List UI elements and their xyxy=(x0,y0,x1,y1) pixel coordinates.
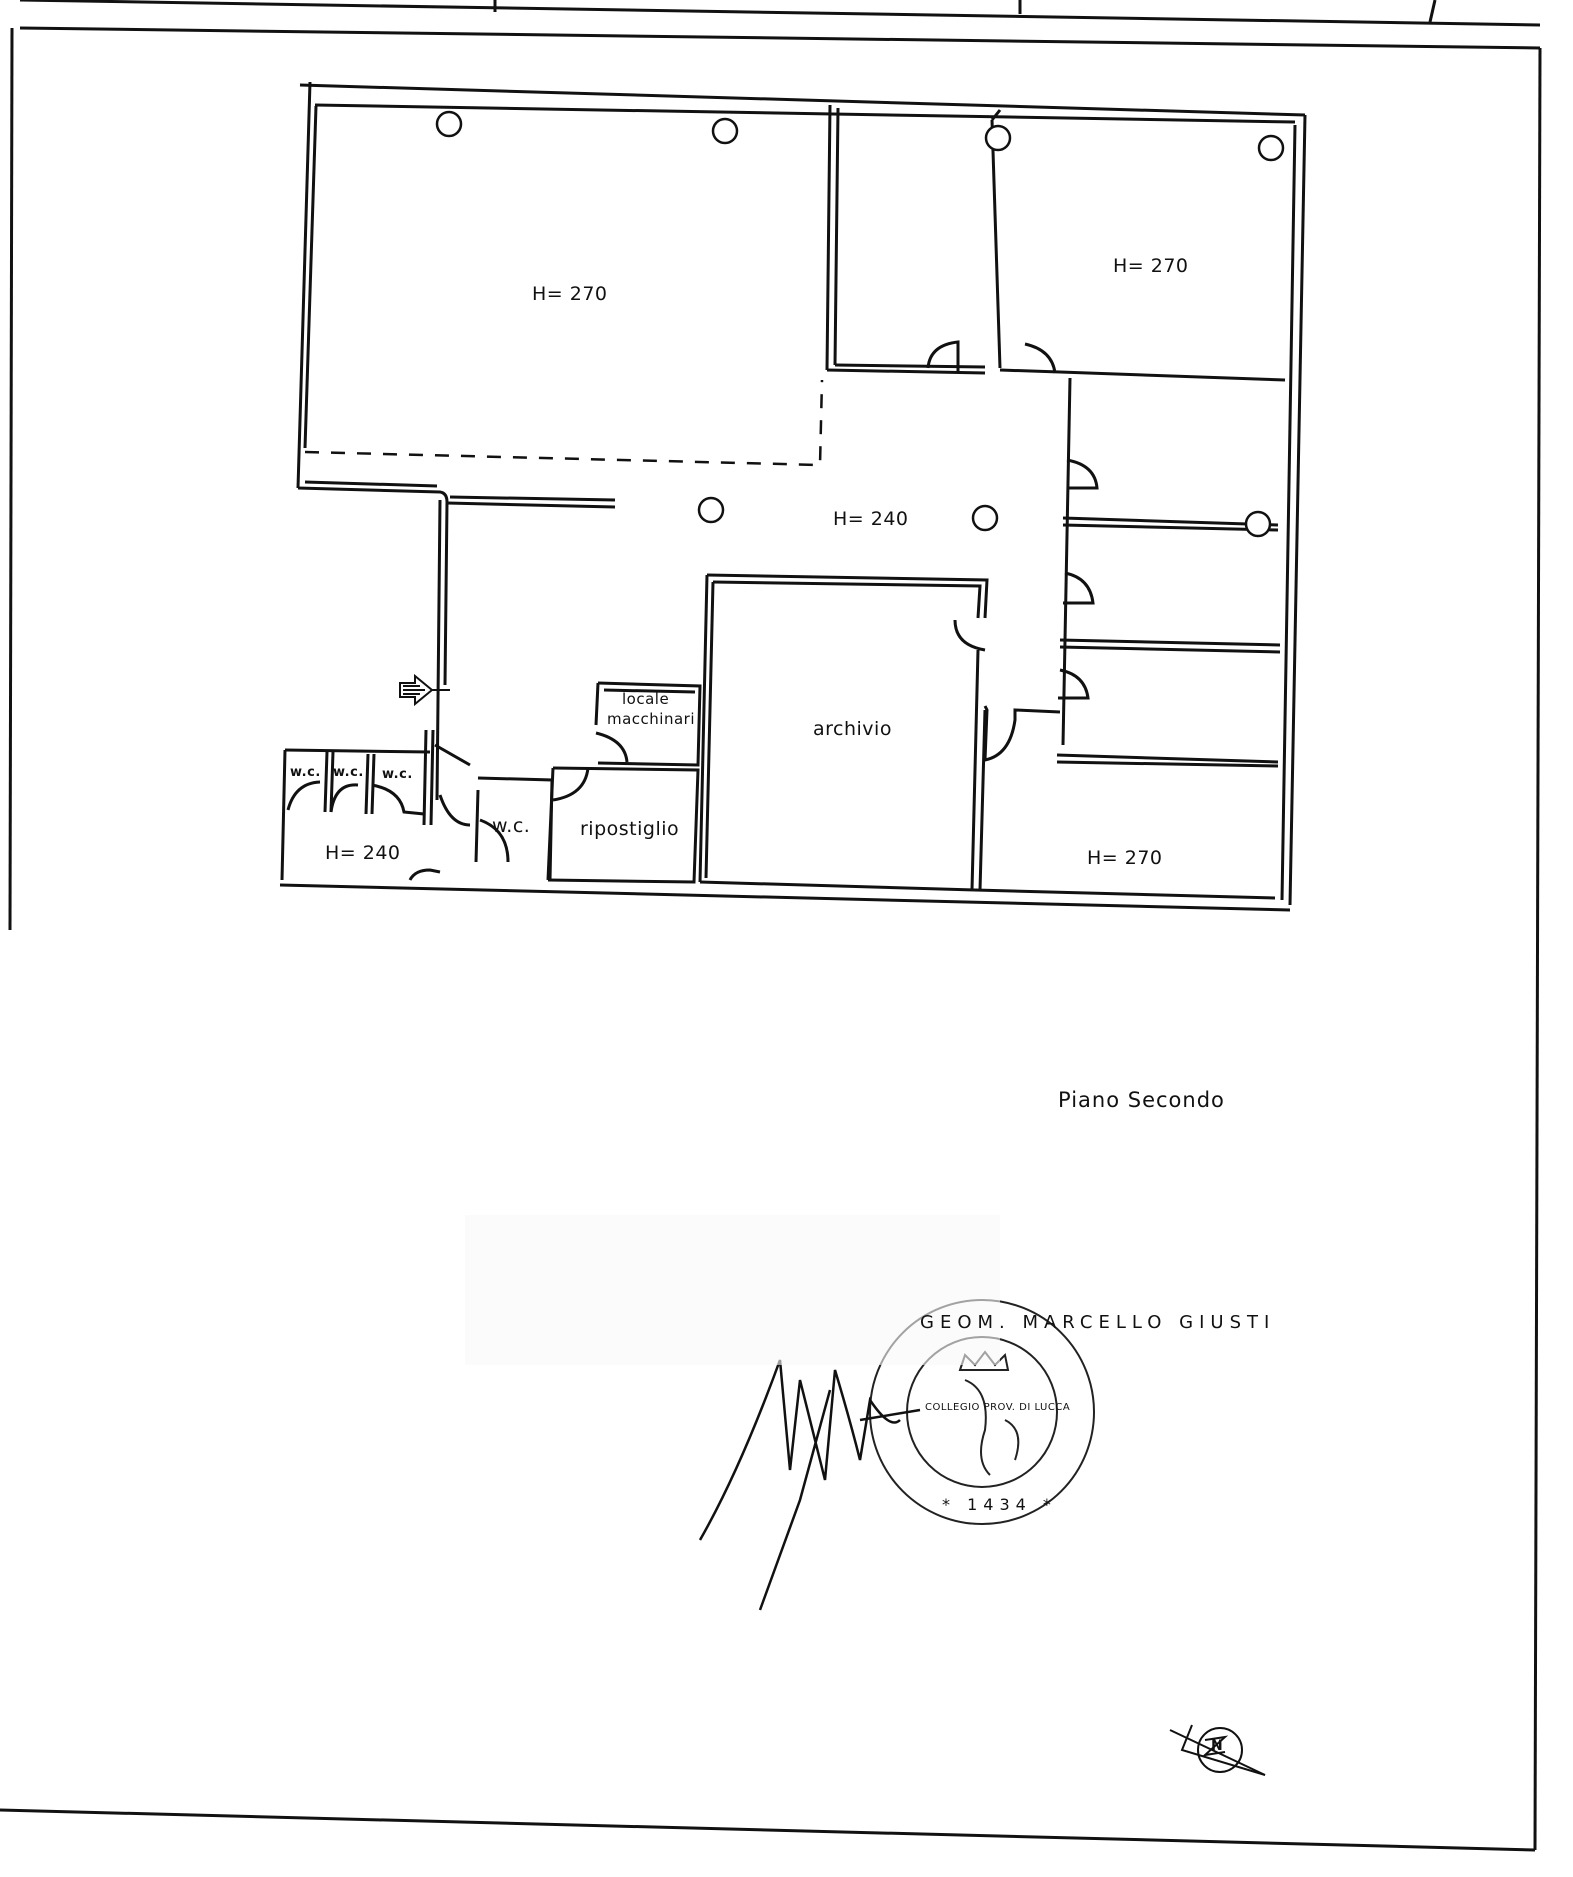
north-arrow-icon: N xyxy=(1211,1738,1224,1754)
wc-label-2: w.c. xyxy=(333,765,364,780)
faint-watermark xyxy=(465,1215,1000,1365)
wc-bank-height-label: H= 240 xyxy=(325,842,401,864)
entrance-arrow xyxy=(399,673,450,707)
corridor-height-label: H= 240 xyxy=(833,508,909,530)
wc-label-3: w.c. xyxy=(382,767,413,782)
room-height-label-se: H= 270 xyxy=(1087,847,1163,869)
room-height-label-nw: H= 270 xyxy=(532,283,608,305)
columns xyxy=(435,110,1285,538)
storage-label: ripostiglio xyxy=(580,818,680,840)
stamp-number: * 1434 * xyxy=(942,1495,1057,1514)
stamp-inner-text: COLLEGIO PROV. DI LUCCA xyxy=(925,1402,1071,1413)
floor-caption: Piano Secondo xyxy=(1058,1088,1225,1112)
stamp-outer-text: GEOM. MARCELLO GIUSTI xyxy=(920,1312,1276,1333)
archive-label: archivio xyxy=(813,718,892,740)
wc-label-1: w.c. xyxy=(290,765,321,780)
wc-label-4: w.c. xyxy=(492,815,531,837)
machine-room-label-1: locale xyxy=(622,690,670,708)
machine-room-label-2: macchinari xyxy=(607,710,696,728)
room-height-label-ne: H= 270 xyxy=(1113,255,1189,277)
north-arrow-drawing xyxy=(1169,1724,1266,1776)
page-border xyxy=(0,0,1542,1852)
signature-drawing xyxy=(698,1359,921,1611)
